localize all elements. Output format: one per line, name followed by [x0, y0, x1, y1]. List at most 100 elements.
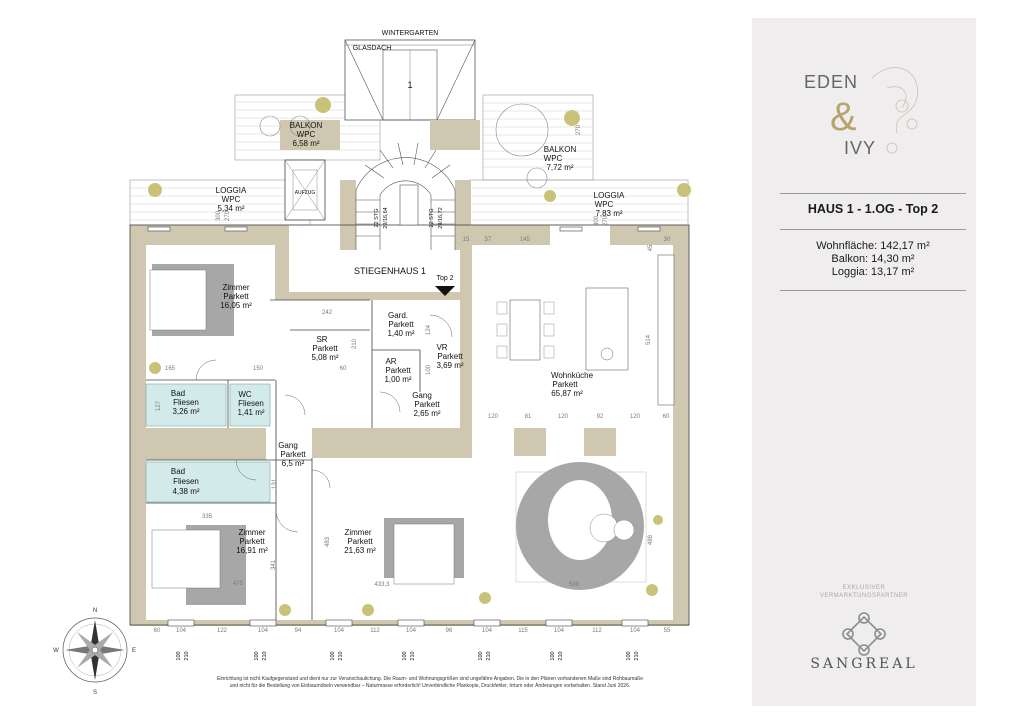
- label-zimmer-1: Zimmer: [222, 283, 249, 292]
- dim-b104a: 104: [176, 628, 187, 634]
- stairs-right-count: 22 STG: [429, 209, 435, 228]
- dim-top-57: 57: [485, 237, 492, 243]
- label-wintergarten: WINTERGARTEN: [382, 30, 439, 37]
- disclaimer-line-2: und nicht für die Bestellung von Einbaum…: [229, 682, 631, 689]
- label-zimmer-3: Zimmer: [344, 528, 371, 537]
- brand-name: SANGREAL: [810, 656, 918, 672]
- label-loggia-left: LOGGIA: [216, 186, 247, 195]
- win-dim-2a: 100: [254, 651, 260, 660]
- dim-r81: 81: [525, 414, 532, 420]
- partner-line-2: VERMARKTUNGSPARTNER: [819, 593, 909, 599]
- dim-b115: 115: [518, 628, 528, 634]
- label-wc-material: Fliesen: [238, 399, 264, 408]
- label-gang-1-material: Parkett: [414, 400, 440, 409]
- label-gang-1-area: 2,65 m²: [413, 409, 440, 418]
- dim-242: 242: [322, 310, 333, 316]
- label-vr-area: 3,69 m²: [436, 361, 463, 370]
- wintergarten: [344, 39, 476, 121]
- label-loggia-right-material: WPC: [595, 200, 614, 209]
- divider: [780, 229, 966, 230]
- label-glasdach: GLASDACH: [353, 45, 392, 52]
- label-wc: WC: [238, 390, 252, 399]
- label-wohnkueche-material: Parkett: [552, 380, 578, 389]
- label-sr-area: 5,08 m²: [311, 353, 338, 362]
- dim-balkon-right: 270: [576, 124, 582, 135]
- dim-loggia-right-b: 270: [603, 215, 609, 226]
- kitchen-island: [585, 287, 629, 371]
- dim-341: 341: [271, 559, 277, 570]
- label-zimmer-2: Zimmer: [238, 528, 265, 537]
- label-bad-1-area: 3,26 m²: [172, 407, 199, 416]
- dim-r120b: 120: [558, 414, 569, 420]
- dim-124: 124: [426, 324, 432, 335]
- dim-r120c: 120: [630, 414, 641, 420]
- label-bad-2: Bad: [171, 467, 185, 476]
- stairwell: [355, 142, 456, 250]
- win-dim-4a: 100: [402, 651, 408, 660]
- label-bad-1-material: Fliesen: [173, 398, 199, 407]
- stat-wohnflaeche: Wohnfläche: 142,17 m²: [816, 240, 930, 252]
- win-dim-3a: 100: [330, 651, 336, 660]
- label-ar-area: 1,00 m²: [384, 375, 411, 384]
- logo-amp: &: [830, 95, 857, 139]
- label-zimmer-2-area: 16,91 m²: [236, 546, 268, 555]
- dining-table: [509, 299, 541, 361]
- dim-b104c: 104: [334, 628, 345, 634]
- dim-b104g: 104: [630, 628, 641, 634]
- dim-b96: 96: [446, 628, 453, 634]
- doors: [195, 314, 453, 533]
- label-gard-material: Parkett: [388, 320, 414, 329]
- compass: [62, 617, 128, 683]
- label-wohnkueche: Wohnküche: [551, 371, 594, 380]
- label-zimmer-1-area: 16,05 m²: [220, 301, 252, 310]
- label-wintergarten-number: 1: [407, 80, 412, 90]
- dim-60: 60: [340, 366, 347, 372]
- dim-top-15: 15: [463, 237, 470, 243]
- dim-loggia-left-a: 300: [216, 210, 222, 221]
- label-vr-material: Parkett: [437, 352, 463, 361]
- label-loggia-left-material: WPC: [222, 195, 241, 204]
- top-entry-arrow: [435, 286, 455, 296]
- win-dim-5b: 210: [486, 651, 492, 660]
- label-ar-material: Parkett: [385, 366, 411, 375]
- partner-line-1: EXKLUSIVER: [842, 585, 886, 591]
- disclaimer: Einrichtung ist nicht Kaufgegenstand und…: [150, 676, 710, 689]
- label-gang-2-area: 6,5 m²: [282, 459, 305, 468]
- label-zimmer-1-material: Parkett: [223, 292, 249, 301]
- label-sr-material: Parkett: [312, 344, 338, 353]
- label-bad-2-material: Fliesen: [173, 477, 199, 486]
- dim-165: 165: [165, 366, 176, 372]
- dim-loggia-right-a: 300: [594, 215, 600, 226]
- furniture: [149, 103, 675, 605]
- dim-b112b: 112: [592, 628, 602, 634]
- label-zimmer-3-area: 21,63 m²: [344, 546, 376, 555]
- label-gang-2: Gang: [278, 441, 298, 450]
- dim-top-45: 45: [648, 244, 654, 251]
- stairs-left-count: 22 STG: [374, 209, 380, 228]
- stat-balkon: Balkon: 14,30 m²: [831, 253, 915, 265]
- dim-335: 335: [202, 514, 213, 520]
- dim-433: 433,3: [374, 582, 390, 588]
- label-wc-area: 1,41 m²: [237, 408, 264, 417]
- dim-514: 514: [646, 334, 652, 345]
- logo-line-2: IVY: [844, 138, 876, 158]
- win-dim-7b: 210: [634, 651, 640, 660]
- dim-b55: 55: [664, 628, 671, 634]
- label-loggia-right-area: 7,83 m²: [595, 209, 622, 218]
- label-vr: VR: [436, 343, 447, 352]
- win-dim-3b: 210: [338, 651, 344, 660]
- dim-b104d: 104: [406, 628, 417, 634]
- dim-loggia-left-b: 270: [225, 210, 231, 221]
- label-balkon-left-area: 6,58 m²: [292, 139, 319, 148]
- label-bad-1: Bad: [171, 389, 185, 398]
- sangreal-emblem-icon: [842, 612, 886, 656]
- compass-e: E: [132, 648, 136, 654]
- label-zimmer-2-material: Parkett: [239, 537, 265, 546]
- dim-top-145: 145: [520, 237, 531, 243]
- label-sr: SR: [316, 335, 327, 344]
- dim-r92: 92: [597, 414, 604, 420]
- dim-150: 150: [253, 366, 264, 372]
- compass-w: W: [53, 648, 59, 654]
- label-loggia-right: LOGGIA: [594, 191, 625, 200]
- dim-475: 475: [233, 581, 244, 587]
